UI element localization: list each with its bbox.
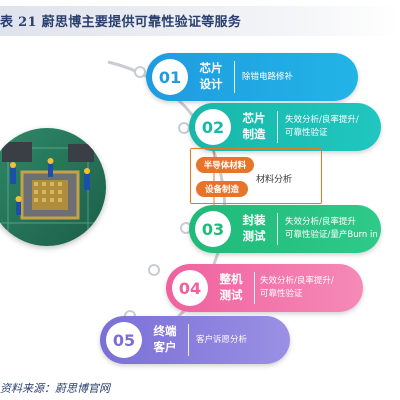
stage-02-pill: 02 芯片制造 失效分析/良率提升/ 可靠性验证 — [189, 103, 381, 151]
stage-05-desc: 客户诉愿分析 — [196, 316, 247, 364]
stage-02-divider — [277, 111, 278, 143]
stage-05-number: 05 — [106, 322, 142, 358]
arc-dot-4 — [148, 264, 160, 276]
materials-branch-box — [190, 148, 322, 204]
stage-03-divider — [277, 213, 278, 245]
stage-05-divider — [188, 324, 189, 356]
stage-04-pill: 04 整机测试 失效分析/良率提升/ 可靠性验证 — [166, 264, 363, 312]
stage-02-desc: 失效分析/良率提升/ 可靠性验证 — [285, 103, 359, 151]
stage-03-desc-line-1: 失效分析/良率提升 — [285, 217, 356, 227]
stage-05-name: 终端客户 — [153, 324, 177, 354]
arc-dot-1 — [134, 66, 146, 78]
arc-dot-2 — [178, 122, 190, 134]
stage-04-divider — [254, 272, 255, 304]
stage-03-desc-line-2: 可靠性验证/量产Burn in — [285, 230, 378, 240]
semiconductor-materials-tag: 半导体材料 — [196, 157, 254, 173]
chip-photo — [0, 128, 106, 246]
stage-01-divider — [234, 61, 235, 93]
stage-01-name: 芯片设计 — [199, 61, 223, 91]
stage-01-desc: 除错电路修补 — [242, 53, 293, 101]
stage-01-desc-line-1: 除错电路修补 — [242, 71, 294, 82]
stage-05-pill: 05 终端客户 客户诉愿分析 — [100, 316, 290, 364]
stage-04-desc-line-1: 失效分析/良率提升/ — [260, 276, 334, 286]
stage-03-number: 03 — [195, 211, 231, 247]
stage-02-name: 芯片制造 — [242, 111, 266, 141]
stage-02-number: 02 — [195, 109, 231, 145]
stage-01-number: 01 — [152, 59, 188, 95]
stage-02-desc-line-2: 可靠性验证 — [285, 128, 328, 138]
stage-04-number: 04 — [172, 270, 208, 306]
materials-analysis-label: 材料分析 — [256, 175, 293, 185]
title-bar — [0, 6, 400, 36]
stage-03-desc: 失效分析/良率提升 可靠性验证/量产Burn in — [285, 205, 378, 253]
stage-04-desc: 失效分析/良率提升/ 可靠性验证 — [260, 264, 334, 312]
stage-01-pill: 01 芯片设计 除错电路修补 — [146, 53, 358, 101]
source-note: 资料来源：蔚思博官网 — [0, 382, 110, 395]
figure-title: 表 21 蔚思博主要提供可靠性验证等服务 — [0, 15, 242, 30]
stage-03-name: 封装测试 — [242, 213, 266, 243]
stage-05-desc-line-1: 客户诉愿分析 — [196, 334, 248, 345]
stage-03-pill: 03 封装测试 失效分析/良率提升 可靠性验证/量产Burn in — [189, 205, 381, 253]
stage-02-desc-line-1: 失效分析/良率提升/ — [285, 115, 359, 125]
stage-04-desc-line-2: 可靠性验证 — [260, 289, 303, 299]
equipment-manufacturing-tag: 设备制造 — [196, 181, 248, 197]
stage-04-name: 整机测试 — [219, 272, 243, 302]
